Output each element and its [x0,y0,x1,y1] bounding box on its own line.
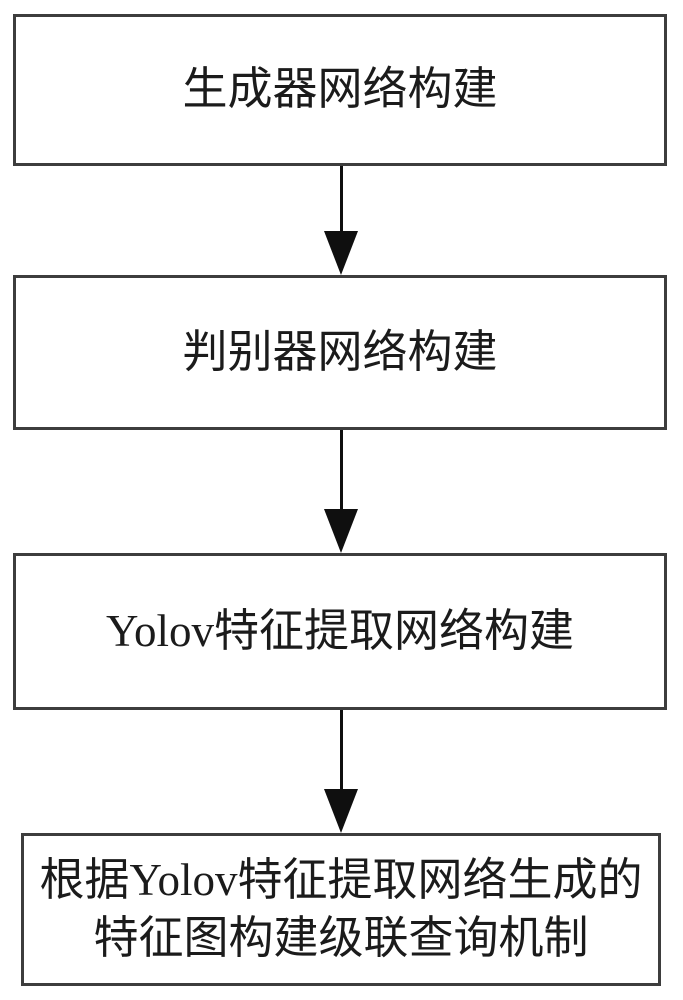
flow-step-label: 生成器网络构建 [182,64,498,115]
flow-step-generator-network: 生成器网络构建 [13,14,667,166]
flow-step-discriminator-network: 判别器网络构建 [13,275,667,430]
flow-step-label-line-1: 根据Yolov特征提取网络生成的 [39,854,643,905]
connector-line-2 [340,430,343,512]
arrowhead-down-icon [324,231,358,275]
flow-step-cascade-query-mechanism: 根据Yolov特征提取网络生成的 特征图构建级联查询机制 [21,833,661,986]
arrowhead-down-icon [324,789,358,833]
flow-step-label-line-2: 特征图构建级联查询机制 [93,912,589,963]
connector-line-3 [340,710,343,792]
flow-step-label: Yolov特征提取网络构建 [106,605,574,656]
connector-line-1 [340,166,343,234]
flow-step-label: 判别器网络构建 [182,326,498,377]
flow-step-yolov-feature-network: Yolov特征提取网络构建 [13,553,667,710]
arrowhead-down-icon [324,509,358,553]
